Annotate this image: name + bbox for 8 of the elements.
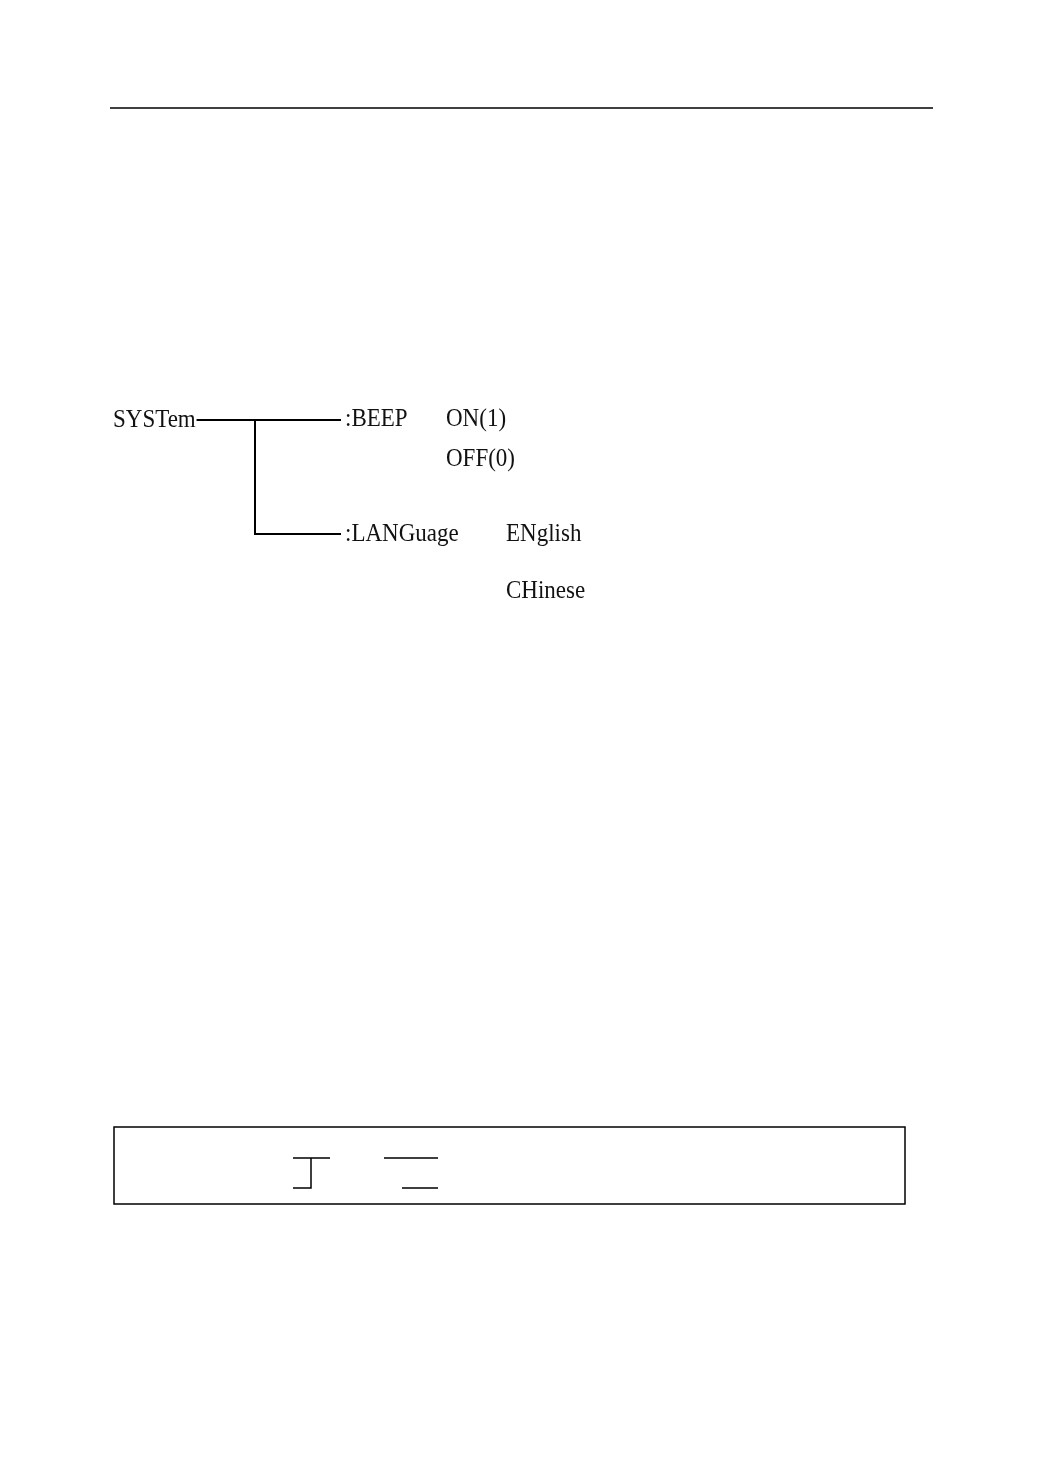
parameter-option: ENglish [506,519,582,547]
tree-connector [195,419,342,535]
command-keyword: :LANGuage [345,519,459,547]
parameter-option: ON(1) [446,404,507,432]
command-keyword: SYSTem [113,405,196,433]
parameter-option: OFF(0) [446,444,515,472]
command-keyword: :BEEP [345,404,408,432]
parameter-option: CHinese [506,576,586,604]
